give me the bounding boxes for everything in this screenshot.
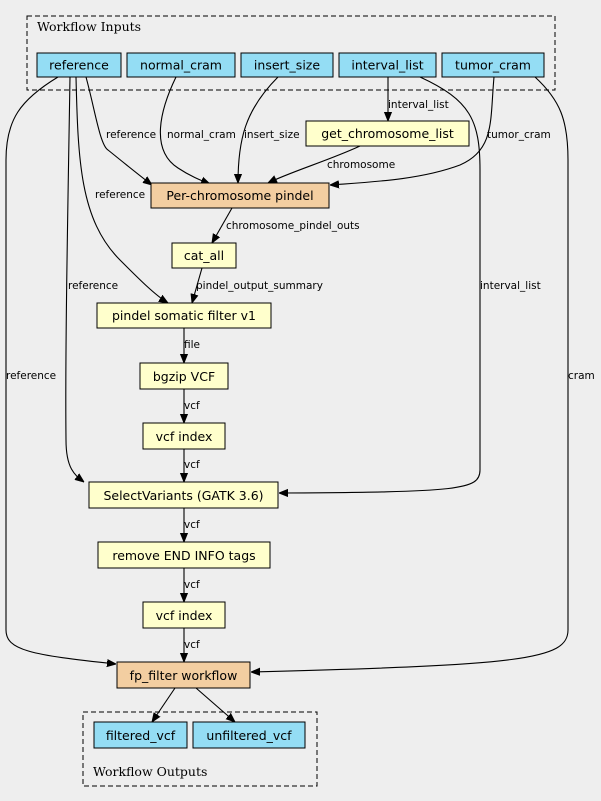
input-node-tumor-cram-label: tumor_cram <box>455 58 531 73</box>
step-node-vcf-index-1-label: vcf index <box>156 429 213 444</box>
step-node-remove-end-info-tags[interactable]: remove END INFO tags <box>97 541 271 569</box>
edge-chromosome-pindel <box>268 145 361 183</box>
subworkflow-node-fp-filter-workflow-label: fp_filter workflow <box>130 668 238 683</box>
output-node-unfiltered-vcf-label: unfiltered_vcf <box>206 728 292 743</box>
output-node-filtered-vcf[interactable]: filtered_vcf <box>93 721 188 749</box>
edge-label-reference-3: reference <box>68 280 118 292</box>
edge-tumor-cram-pindel <box>330 76 495 185</box>
edge-interval-list-select-variants <box>279 76 481 493</box>
output-node-unfiltered-vcf[interactable]: unfiltered_vcf <box>192 721 306 749</box>
step-node-select-variants[interactable]: SelectVariants (GATK 3.6) <box>88 481 279 509</box>
step-node-pindel-somatic-filter[interactable]: pindel somatic filter v1 <box>96 302 272 329</box>
input-node-insert-size-label: insert_size <box>254 58 320 73</box>
edge-label-interval-list: interval_list <box>388 99 449 111</box>
input-node-interval-list-label: interval_list <box>351 58 423 73</box>
edge-cat-all-somatic-filter <box>192 267 203 303</box>
edge-label-vcf-4: vcf <box>184 579 200 591</box>
edge-label-chromosome-pindel-outs: chromosome_pindel_outs <box>226 220 360 232</box>
edge-reference-fp-filter <box>5 76 116 664</box>
edge-pindel-cat-all <box>212 207 233 243</box>
input-node-normal-cram-label: normal_cram <box>140 58 222 73</box>
edge-label-normal-cram: normal_cram <box>167 129 236 141</box>
edge-label-reference-4: reference <box>6 370 56 382</box>
input-node-reference[interactable]: reference <box>36 52 122 78</box>
input-node-normal-cram[interactable]: normal_cram <box>126 52 236 78</box>
edge-reference-somatic-filter <box>75 76 168 303</box>
edge-label-vcf-3: vcf <box>184 519 200 531</box>
output-node-filtered-vcf-label: filtered_vcf <box>106 728 176 743</box>
step-node-vcf-index-1[interactable]: vcf index <box>142 422 226 450</box>
input-node-reference-label: reference <box>49 58 109 73</box>
step-node-cat-all[interactable]: cat_all <box>171 242 237 269</box>
edge-labels: reference normal_cram insert_size interv… <box>6 99 595 651</box>
step-node-bgzip-vcf-label: bgzip VCF <box>153 369 215 384</box>
step-node-pindel-somatic-filter-label: pindel somatic filter v1 <box>112 308 256 323</box>
edge-label-vcf-1: vcf <box>184 400 200 412</box>
edge-cram-fp-filter <box>251 76 569 672</box>
step-node-bgzip-vcf[interactable]: bgzip VCF <box>139 362 229 390</box>
edge-label-reference-2: reference <box>95 189 145 201</box>
edge-normal-cram-pindel <box>159 76 210 185</box>
edge-label-interval-list-2: interval_list <box>480 280 541 292</box>
workflow-outputs-cluster <box>82 711 318 787</box>
subworkflow-node-per-chromosome-pindel-label: Per-chromosome pindel <box>166 188 313 203</box>
edge-reference-select-variants <box>65 76 84 482</box>
step-node-vcf-index-2-label: vcf index <box>156 608 213 623</box>
edge-label-reference: reference <box>106 129 156 141</box>
step-node-get-chromosome-list-label: get_chromosome_list <box>321 126 454 141</box>
workflow-inputs-cluster <box>26 15 556 91</box>
edge-reference-pindel <box>85 76 152 185</box>
input-node-insert-size[interactable]: insert_size <box>240 52 334 78</box>
edge-label-insert-size: insert_size <box>244 129 300 141</box>
edge-label-vcf-2: vcf <box>184 459 200 471</box>
edges <box>5 76 569 722</box>
edge-label-vcf-5: vcf <box>184 639 200 651</box>
edge-fp-filter-unfiltered-vcf <box>195 687 235 722</box>
input-node-tumor-cram[interactable]: tumor_cram <box>441 52 545 78</box>
edge-label-cram: cram <box>568 370 595 382</box>
edge-insert-size-pindel <box>238 76 279 183</box>
edge-fp-filter-filtered-vcf <box>152 687 176 722</box>
step-node-cat-all-label: cat_all <box>184 248 224 263</box>
edge-label-tumor-cram: tumor_cram <box>487 129 551 141</box>
workflow-inputs-title: Workflow Inputs <box>37 19 141 34</box>
step-node-get-chromosome-list[interactable]: get_chromosome_list <box>305 120 470 147</box>
input-node-interval-list[interactable]: interval_list <box>338 52 437 78</box>
step-node-remove-end-info-tags-label: remove END INFO tags <box>112 548 255 563</box>
subworkflow-node-fp-filter-workflow[interactable]: fp_filter workflow <box>116 661 251 689</box>
edge-label-file: file <box>184 339 200 351</box>
edge-label-chromosome: chromosome <box>327 159 395 171</box>
subworkflow-node-per-chromosome-pindel[interactable]: Per-chromosome pindel <box>150 182 330 209</box>
edge-label-pindel-output-summary: pindel_output_summary <box>196 280 323 292</box>
workflow-outputs-title: Workflow Outputs <box>93 764 207 779</box>
step-node-select-variants-label: SelectVariants (GATK 3.6) <box>103 488 263 503</box>
step-node-vcf-index-2[interactable]: vcf index <box>142 601 226 629</box>
